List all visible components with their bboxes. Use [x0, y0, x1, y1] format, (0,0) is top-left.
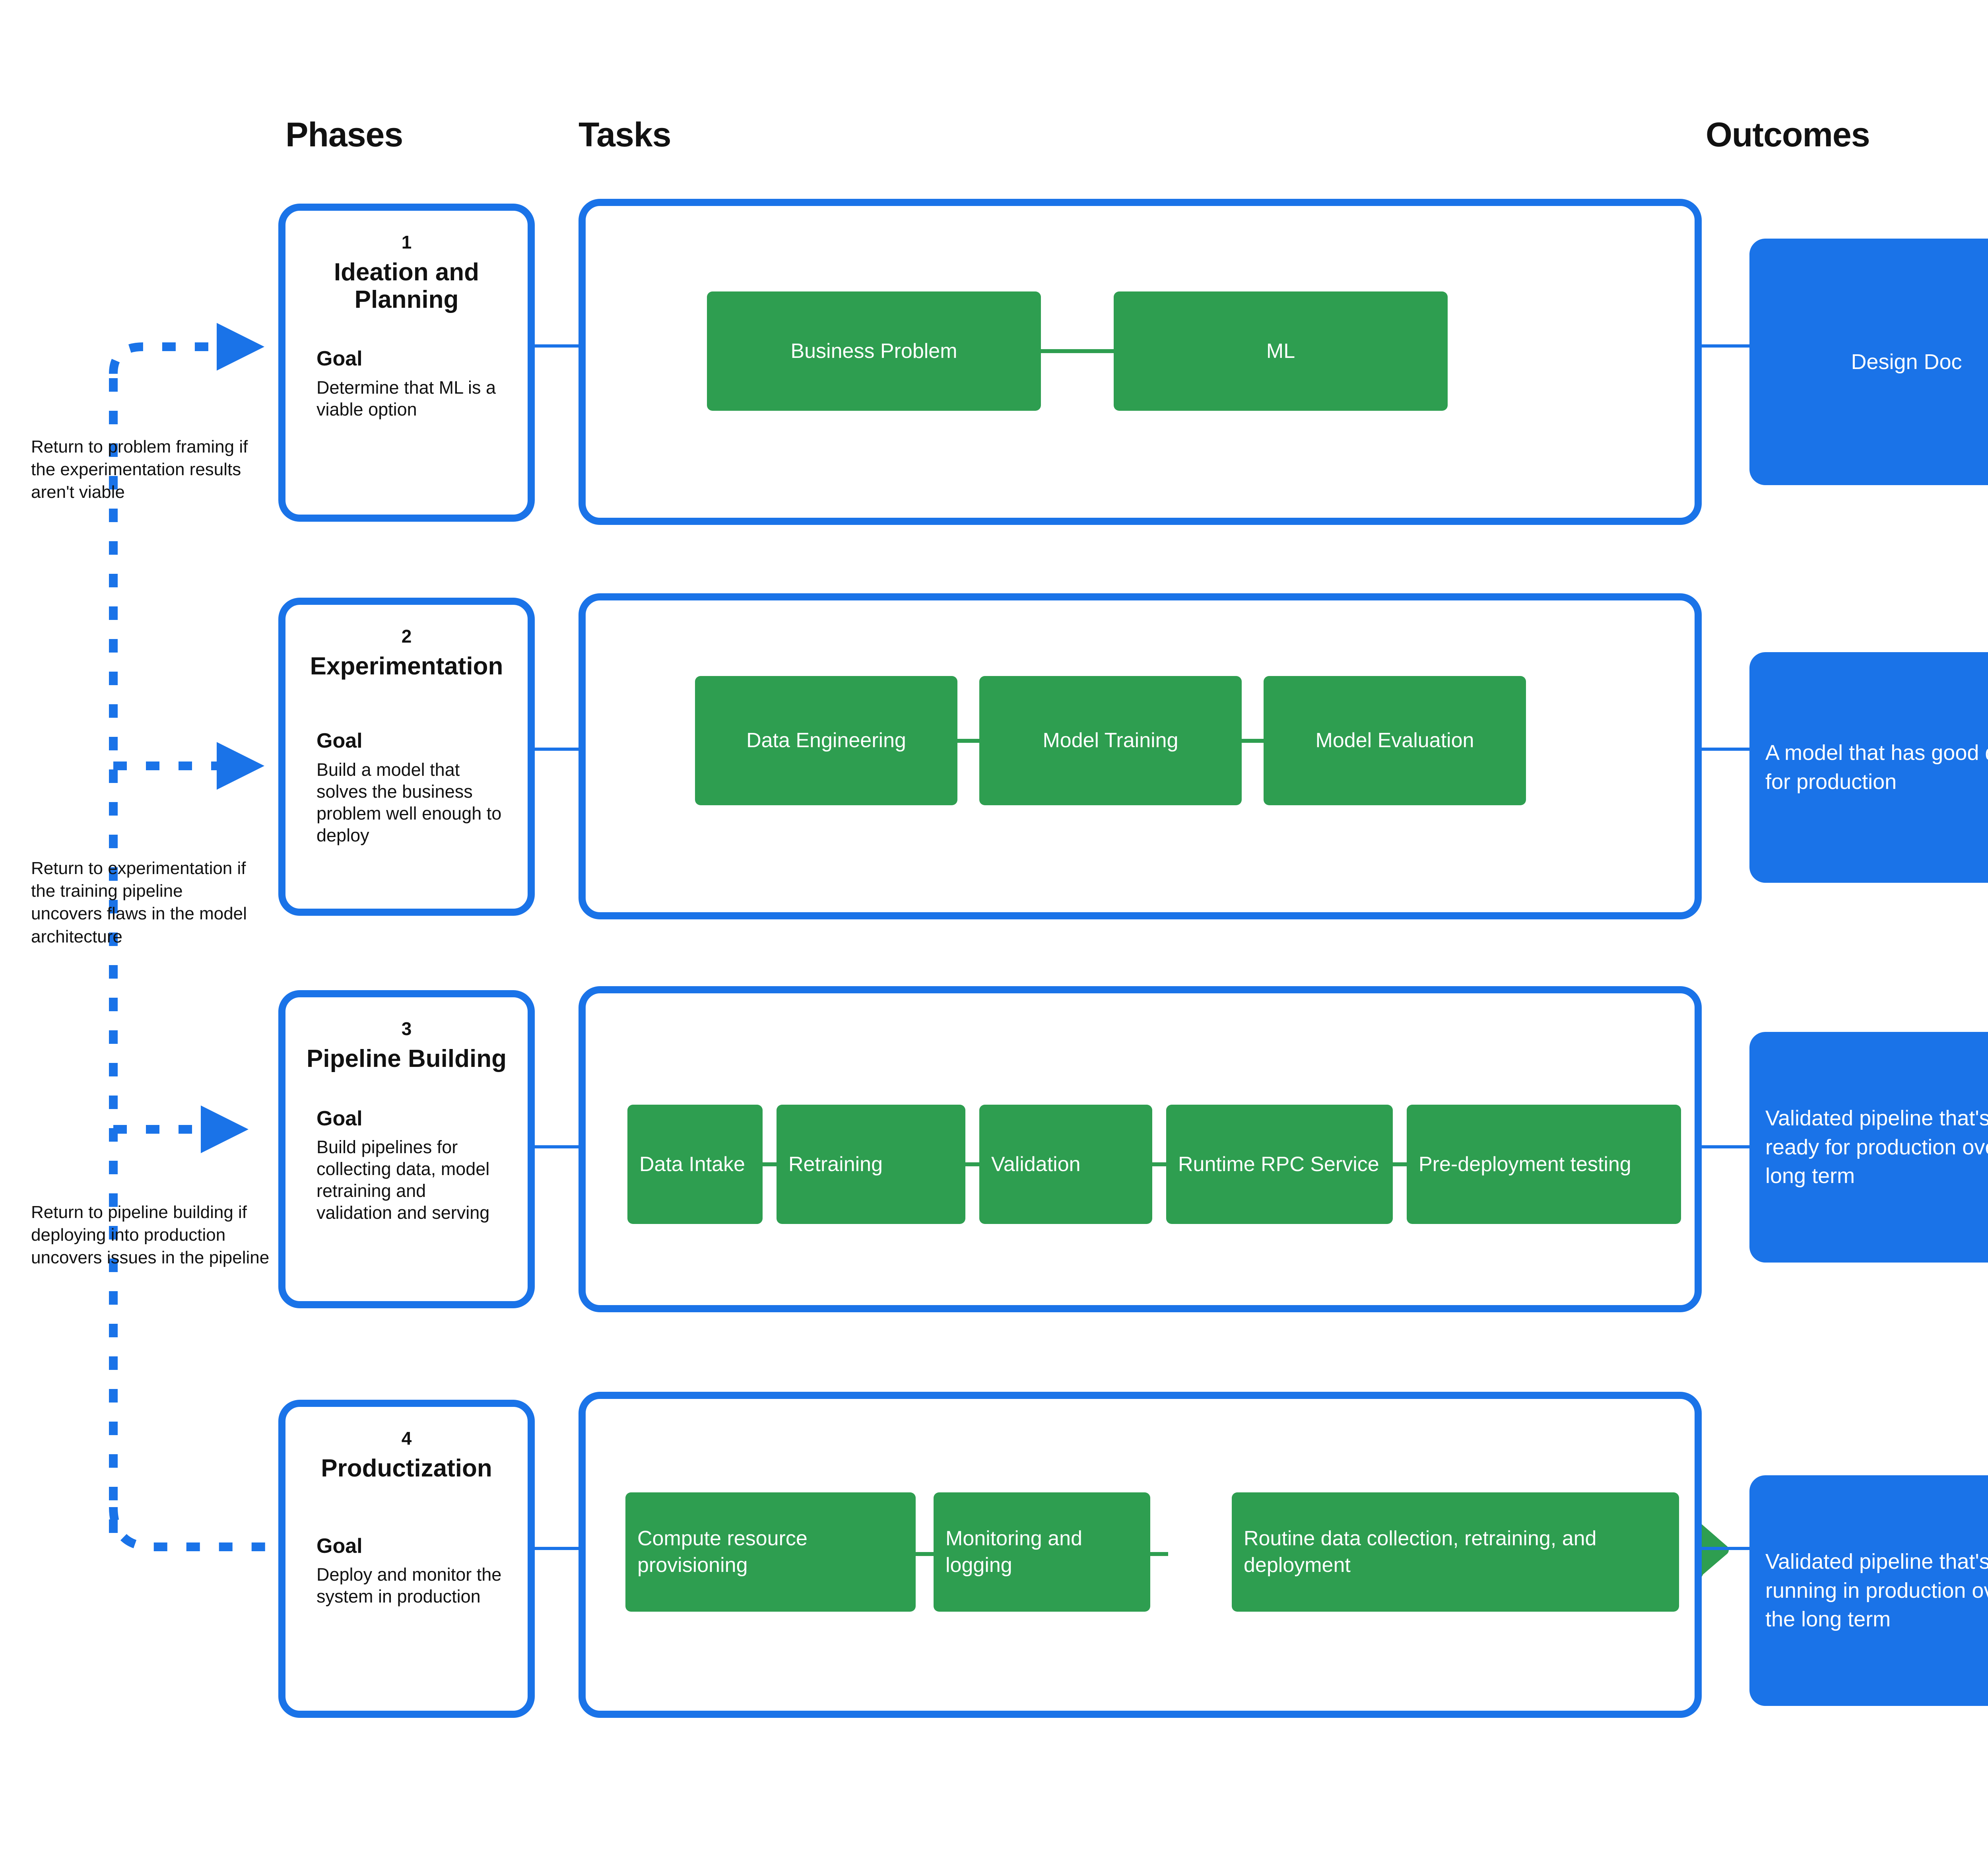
return-note-1: Return to problem framing if the experim… [31, 437, 248, 502]
task-link-4-2 [1150, 1552, 1168, 1556]
task-chip-2-3[interactable]: Model Evaluation [1264, 676, 1526, 805]
phase-card-2[interactable]: 2 Experimentation Goal Build a model tha… [278, 598, 535, 916]
goal-text-2: Build a model that solves the business p… [316, 760, 502, 845]
phase-to-tasks-link-1 [533, 344, 580, 348]
task-link-1-1 [1041, 349, 1114, 353]
column-header-outcomes: Outcomes [1706, 116, 1870, 154]
goal-label-3: Goal [316, 1107, 363, 1130]
phase-number-4: 4 [401, 1428, 412, 1449]
outcome-chip-3[interactable]: Validated pipeline that's ready for prod… [1749, 1032, 1988, 1263]
column-header-phases: Phases [285, 116, 403, 154]
outcome-chip-2[interactable]: A model that has good quality for produc… [1749, 652, 1988, 883]
task-chip-3-5[interactable]: Pre-deployment testing [1407, 1105, 1681, 1224]
tasks-to-outcome-link-2 [1701, 748, 1750, 751]
task-chip-3-2[interactable]: Retraining [777, 1105, 965, 1224]
phase-title-4: Productization [321, 1455, 492, 1482]
phase-number-1: 1 [401, 232, 412, 253]
task-link-3-3 [1152, 1162, 1166, 1166]
phase-title-1: Ideation and Planning [334, 258, 480, 314]
phase-to-tasks-link-4 [533, 1547, 580, 1550]
tasks-to-outcome-link-1 [1701, 344, 1750, 348]
phase-to-tasks-link-3 [533, 1145, 580, 1148]
task-chip-2-1[interactable]: Data Engineering [695, 676, 957, 805]
task-chip-3-3[interactable]: Validation [979, 1105, 1152, 1224]
task-link-2-2 [1242, 739, 1264, 743]
task-chip-4-3[interactable]: Routine data collection, retraining, and… [1232, 1492, 1679, 1612]
task-chip-4-2[interactable]: Monitoring and logging [934, 1492, 1150, 1612]
task-chip-3-1[interactable]: Data Intake [627, 1105, 763, 1224]
left-rail-bottom-corner [109, 1507, 278, 1551]
goal-text-4: Deploy and monitor the system in product… [316, 1564, 502, 1607]
phase-number-2: 2 [401, 626, 412, 647]
outcome-chip-1[interactable]: Design Doc [1749, 239, 1988, 485]
task-chip-4-1[interactable]: Compute resource provisioning [625, 1492, 916, 1612]
tasks-to-outcome-link-3 [1701, 1145, 1750, 1148]
column-header-tasks: Tasks [579, 116, 671, 154]
task-link-3-2 [965, 1162, 979, 1166]
outcome-chip-4[interactable]: Validated pipeline that's running in pro… [1749, 1475, 1988, 1706]
goal-label-1: Goal [316, 347, 363, 370]
phase-title-2: Experimentation [310, 653, 503, 680]
task-chip-3-4[interactable]: Runtime RPC Service [1166, 1105, 1393, 1224]
tasks-to-outcome-link-4 [1701, 1547, 1750, 1550]
phase-to-tasks-link-2 [533, 748, 580, 751]
task-chip-1-2[interactable]: ML [1114, 291, 1448, 411]
task-chip-1-1[interactable]: Business Problem [707, 291, 1041, 411]
tasks-panel-2: Data Engineering Model Training Model Ev… [579, 593, 1702, 919]
task-link-2-1 [957, 739, 979, 743]
phase-title-3: Pipeline Building [307, 1045, 507, 1072]
task-link-3-1 [763, 1162, 777, 1166]
return-note-3: Return to pipeline building if deploying… [31, 1202, 270, 1268]
task-link-4-1 [916, 1552, 934, 1556]
phase-number-3: 3 [401, 1018, 412, 1039]
tasks-panel-1: Business Problem ML [579, 199, 1702, 525]
goal-label-4: Goal [316, 1535, 363, 1558]
tasks-panel-3: Data Intake Retraining Validation Runtim… [579, 986, 1702, 1312]
goal-text-1: Determine that ML is a viable option [316, 377, 496, 420]
return-note-2: Return to experimentation if the trainin… [31, 859, 247, 946]
phase-card-1[interactable]: 1 Ideation and Planning Goal Determine t… [278, 204, 535, 522]
task-link-3-4 [1393, 1162, 1407, 1166]
task-chip-2-2[interactable]: Model Training [979, 676, 1242, 805]
tasks-panel-4: Compute resource provisioning Monitoring… [579, 1392, 1702, 1718]
left-arrowhead-3 [201, 1105, 248, 1153]
phase-card-4[interactable]: 4 Productization Goal Deploy and monitor… [278, 1400, 535, 1718]
phase-card-3[interactable]: 3 Pipeline Building Goal Build pipelines… [278, 990, 535, 1308]
left-arrowhead-1 [217, 323, 264, 371]
left-arrowhead-2 [217, 742, 264, 790]
goal-label-2: Goal [316, 729, 363, 752]
goal-text-3: Build pipelines for collecting data, mod… [316, 1137, 490, 1223]
left-branch-1 [109, 342, 223, 374]
